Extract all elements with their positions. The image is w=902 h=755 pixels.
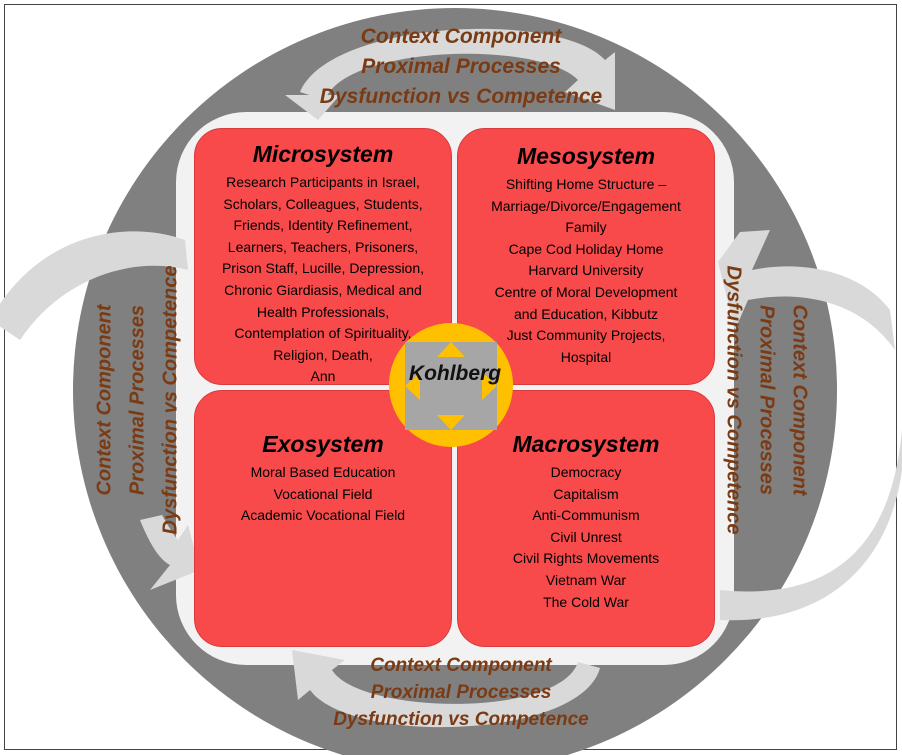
- microsystem-item: Contemplation of Spirituality,: [234, 325, 412, 342]
- right-arrow: [718, 230, 902, 621]
- top-arrow: [285, 28, 615, 120]
- macrosystem-box: Macrosystem Democracy Capitalism Anti-Co…: [457, 390, 715, 647]
- microsystem-item: Learners, Teachers, Prisoners,: [227, 238, 419, 255]
- microsystem-item: Research Participants in Israel,: [226, 174, 420, 190]
- mesosystem-item: Cape Cod Holiday Home: [508, 240, 664, 257]
- bottom-arrow: [292, 650, 600, 728]
- left-arrow: [0, 231, 200, 590]
- mesosystem-item: Hospital: [560, 348, 612, 365]
- exosystem-box: Exosystem Moral Based Education Vocation…: [194, 390, 452, 647]
- microsystem-item: Health Professionals,: [256, 303, 390, 320]
- mesosystem-item: Marriage/Divorce/Engagement: [491, 197, 681, 214]
- context-label-right: Context Component Proximal Processes Dys…: [722, 265, 811, 535]
- mesosystem-box: Mesosystem Shifting Home Structure – Mar…: [457, 128, 715, 385]
- macrosystem-item: The Cold War: [543, 593, 629, 610]
- context-label-left: Context Component Proximal Processes Dys…: [93, 265, 182, 535]
- exosystem-item: Academic Vocational Field: [240, 507, 406, 524]
- macrosystem-item: Capitalism: [553, 485, 619, 502]
- mesosystem-item: Just Community Projects,: [506, 327, 666, 344]
- microsystem-item: Ann: [310, 368, 336, 385]
- exosystem-item: Vocational Field: [273, 485, 373, 502]
- mesosystem-item: Centre of Moral Development: [494, 283, 678, 300]
- microsystem-item: Chronic Giardiasis, Medical and: [224, 281, 422, 298]
- macrosystem-title: Macrosystem: [512, 431, 660, 457]
- mesosystem-item: Family: [565, 219, 607, 236]
- macrosystem-item: Civil Rights Movements: [512, 550, 660, 567]
- context-label-bottom: Context Component Proximal Processes Dys…: [333, 655, 589, 730]
- microsystem-title: Microsystem: [252, 141, 394, 167]
- center-label: Kohlberg: [408, 362, 502, 385]
- macrosystem-item: Democracy: [550, 464, 622, 480]
- context-label-top: Context Component Proximal Processes Dys…: [319, 25, 603, 108]
- microsystem-item: Prison Staff, Lucille, Depression,: [221, 260, 425, 277]
- microsystem-box: Microsystem Research Participants in Isr…: [194, 128, 452, 385]
- microsystem-item: Religion, Death,: [273, 346, 373, 363]
- mesosystem-item: Harvard University: [528, 262, 644, 279]
- macrosystem-item: Civil Unrest: [550, 528, 622, 545]
- macrosystem-item: Anti-Communism: [532, 507, 640, 524]
- mesosystem-item: Shifting Home Structure –: [505, 176, 667, 192]
- exosystem-item: Moral Based Education: [250, 464, 396, 480]
- mesosystem-title: Mesosystem: [516, 143, 656, 169]
- microsystem-item: Scholars, Colleagues, Students,: [223, 195, 423, 212]
- mesosystem-item: and Education, Kibbutz: [514, 305, 658, 322]
- exosystem-title: Exosystem: [262, 431, 384, 457]
- macrosystem-item: Vietnam War: [545, 571, 627, 588]
- microsystem-item: Friends, Identity Refinement,: [233, 217, 413, 234]
